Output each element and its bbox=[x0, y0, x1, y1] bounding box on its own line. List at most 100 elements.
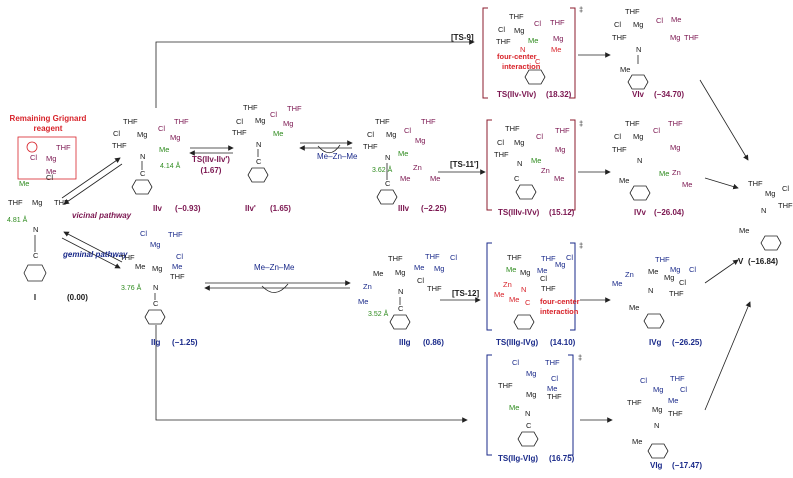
svg-text:Me: Me bbox=[739, 226, 749, 235]
ts9-label: [TS-9] bbox=[451, 33, 474, 42]
svg-text:Mg: Mg bbox=[514, 138, 524, 147]
svg-text:interaction: interaction bbox=[502, 62, 541, 71]
svg-text:Me: Me bbox=[400, 174, 410, 183]
remaining-grignard-box: Remaining Grignard reagent THF Cl Mg Me bbox=[10, 114, 87, 180]
ts11-bracket bbox=[486, 119, 576, 211]
svg-text:Cl: Cl bbox=[512, 358, 519, 367]
svg-text:Cl: Cl bbox=[367, 130, 374, 139]
svg-text:Me: Me bbox=[494, 290, 504, 299]
arrow-iiv-to-i bbox=[63, 163, 123, 205]
svg-text:four-center: four-center bbox=[540, 297, 580, 306]
svg-text:Me: Me bbox=[668, 396, 678, 405]
svg-text:THF: THF bbox=[547, 392, 562, 401]
svg-text:Me: Me bbox=[509, 403, 519, 412]
svg-text:C: C bbox=[535, 57, 541, 66]
svg-text:Me: Me bbox=[509, 295, 519, 304]
ts-iiv-iivp-energy: (1.67) bbox=[201, 166, 222, 175]
svg-text:N: N bbox=[385, 153, 390, 162]
svg-text:Mg: Mg bbox=[526, 369, 536, 378]
svg-text:(−17.47): (−17.47) bbox=[672, 461, 702, 470]
svg-text:(16.75): (16.75) bbox=[549, 454, 575, 463]
svg-text:THF: THF bbox=[778, 201, 793, 210]
ts11-label: [TS-11'] bbox=[450, 160, 479, 169]
svg-text:Mg: Mg bbox=[152, 264, 162, 273]
svg-text:‡: ‡ bbox=[579, 241, 583, 250]
arrow-ivg-to-v bbox=[704, 259, 739, 284]
svg-text:Cl: Cl bbox=[656, 16, 663, 25]
svg-text:THF: THF bbox=[507, 253, 522, 262]
svg-text:C: C bbox=[398, 304, 404, 313]
svg-text:Me: Me bbox=[632, 437, 642, 446]
svg-text:VIv: VIv bbox=[632, 90, 645, 99]
svg-text:THF: THF bbox=[123, 117, 138, 126]
svg-text:THF: THF bbox=[684, 33, 699, 42]
svg-text:Me: Me bbox=[358, 297, 368, 306]
svg-text:Me: Me bbox=[682, 180, 692, 189]
svg-text:THF: THF bbox=[363, 142, 378, 151]
svg-text:VIg: VIg bbox=[650, 461, 663, 470]
svg-text:Cl: Cl bbox=[614, 132, 621, 141]
svg-text:Me: Me bbox=[554, 174, 564, 183]
svg-text:THF: THF bbox=[625, 119, 640, 128]
svg-text:Cl: Cl bbox=[689, 265, 696, 274]
svg-text:THF: THF bbox=[669, 289, 684, 298]
svg-text:Cl: Cl bbox=[270, 110, 277, 119]
svg-text:Me: Me bbox=[619, 176, 629, 185]
species-i: Me Cl THF Mg THF 4.81 Å N C I (0.00) bbox=[7, 173, 88, 302]
svg-text:Remaining Grignard: Remaining Grignard bbox=[10, 114, 87, 123]
species-iig: Cl THF Mg Cl THF Me Me Mg THF 3.76 Å N C… bbox=[120, 229, 198, 347]
reagent-mezn-top: Me–Zn–Me bbox=[317, 152, 358, 161]
reagent-mezn-bottom: Me–Zn–Me bbox=[254, 263, 295, 272]
svg-text:Zn: Zn bbox=[413, 163, 422, 172]
svg-text:IVv: IVv bbox=[634, 208, 647, 217]
svg-text:Me: Me bbox=[620, 65, 630, 74]
svg-text:THF: THF bbox=[112, 141, 127, 150]
svg-text:N: N bbox=[517, 159, 522, 168]
svg-text:THF: THF bbox=[509, 12, 524, 21]
species-ts11: ‡ THF Cl Mg Cl THF Mg THF Me N Zn Me C T… bbox=[494, 119, 583, 217]
arrow-viv-to-v bbox=[699, 79, 749, 161]
svg-text:V: V bbox=[738, 257, 744, 266]
svg-text:Me: Me bbox=[648, 267, 658, 276]
svg-text:C: C bbox=[526, 421, 532, 430]
svg-text:(−0.93): (−0.93) bbox=[175, 204, 201, 213]
svg-text:THF: THF bbox=[170, 272, 185, 281]
svg-text:THF: THF bbox=[120, 253, 135, 262]
species-vig: Cl THF Mg Cl THF Me Mg THF N Me VIg (−17… bbox=[627, 374, 702, 470]
svg-text:N: N bbox=[33, 225, 38, 234]
svg-text:Me: Me bbox=[398, 149, 408, 158]
svg-text:Me: Me bbox=[414, 263, 424, 272]
svg-text:THF: THF bbox=[625, 7, 640, 16]
svg-text:Me: Me bbox=[659, 169, 669, 178]
svg-text:Cl: Cl bbox=[653, 126, 660, 135]
svg-text:THF: THF bbox=[550, 18, 565, 27]
svg-text:THF: THF bbox=[375, 117, 390, 126]
arrow-to-ts-vig bbox=[155, 325, 468, 423]
species-ivg: THF Mg Cl Me Mg Cl Zn Me N THF Me IVg (−… bbox=[612, 255, 702, 347]
svg-text:Mg: Mg bbox=[46, 154, 56, 163]
svg-text:N: N bbox=[648, 286, 653, 295]
svg-text:‡: ‡ bbox=[578, 353, 582, 362]
svg-text:Me: Me bbox=[671, 15, 681, 24]
svg-text:Cl: Cl bbox=[498, 25, 505, 34]
svg-text:Me: Me bbox=[551, 45, 561, 54]
svg-text:Cl: Cl bbox=[566, 253, 573, 262]
arrow-curve-iiiv bbox=[317, 144, 341, 154]
svg-text:Mg: Mg bbox=[526, 390, 536, 399]
svg-text:IIIg: IIIg bbox=[399, 338, 411, 347]
svg-text:3.52 Å: 3.52 Å bbox=[368, 309, 389, 318]
arrow-i-to-iig bbox=[61, 237, 121, 269]
svg-text:N: N bbox=[525, 409, 530, 418]
svg-text:Zn: Zn bbox=[625, 270, 634, 279]
svg-text:(−34.70): (−34.70) bbox=[654, 90, 684, 99]
svg-text:THF: THF bbox=[388, 254, 403, 263]
svg-text:Mg: Mg bbox=[765, 189, 775, 198]
svg-text:THF: THF bbox=[54, 198, 69, 207]
species-iiv: THF Cl Mg Cl THF Mg THF Me N C 4.14 Å II… bbox=[112, 117, 201, 213]
species-ivv: THF Cl Mg Cl THF Mg THF N Me Zn Me Me IV… bbox=[612, 119, 692, 217]
svg-text:Cl: Cl bbox=[140, 229, 147, 238]
svg-text:3.76 Å: 3.76 Å bbox=[121, 283, 142, 292]
svg-text:Me: Me bbox=[506, 265, 516, 274]
svg-text:N: N bbox=[654, 421, 659, 430]
svg-text:TS(IIIg-IVg): TS(IIIg-IVg) bbox=[496, 338, 539, 347]
